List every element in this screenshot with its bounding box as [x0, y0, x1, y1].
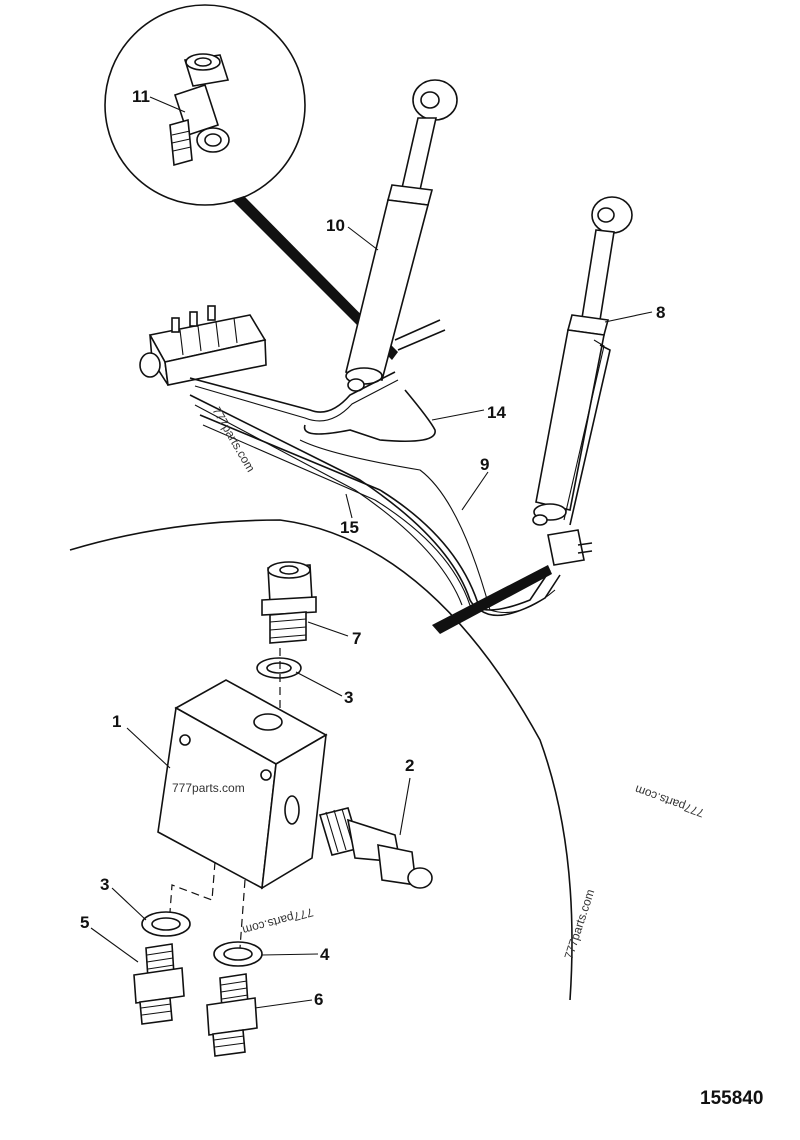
callout-4: 4: [320, 945, 330, 964]
callout-2: 2: [405, 756, 414, 775]
callout-10: 10: [326, 216, 345, 235]
adapter-7: [261, 561, 317, 644]
hose-9: [199, 414, 561, 617]
callout-3-bottom: 3: [100, 875, 109, 894]
callout-14: 14: [487, 403, 506, 422]
callout-5: 5: [80, 913, 89, 932]
relief-valve-2: [318, 807, 433, 889]
callout-6: 6: [314, 990, 323, 1009]
callout-15: 15: [340, 518, 359, 537]
control-valve-bank: [139, 305, 267, 386]
detail-circle-11: [104, 4, 398, 360]
hose-14: [189, 371, 436, 443]
callout-1: 1: [112, 712, 121, 731]
reference-number: 155840: [700, 1088, 763, 1109]
o-ring-4: [213, 941, 263, 967]
tee-fitting-11: [169, 53, 230, 167]
cylinder-10: [345, 79, 458, 392]
callout-8: 8: [656, 303, 665, 322]
callout-3-top: 3: [344, 688, 353, 707]
valve-block-1: [157, 648, 328, 949]
watermark-5: 777parts.com: [562, 887, 598, 960]
hose-15: [189, 394, 551, 611]
watermark-4: 777parts.com: [241, 905, 315, 937]
callout-9: 9: [480, 455, 489, 474]
cylinder-8: [532, 196, 633, 566]
watermark-3: 777parts.com: [633, 782, 706, 820]
watermark-2: 777parts.com: [172, 781, 245, 795]
o-ring-3-top: [256, 657, 302, 679]
callout-11: 11: [132, 87, 150, 106]
callout-labels: 11 10 8 14 9 15 7 3 1 2 3 5 4 6: [80, 87, 665, 1009]
o-ring-3-bottom: [141, 911, 191, 937]
adapter-6: [206, 973, 258, 1057]
leader-lines: [90, 96, 653, 1009]
watermark-1: 777parts.com: [209, 405, 257, 475]
adapter-5: [133, 943, 185, 1025]
callout-7: 7: [352, 629, 361, 648]
detail-arc: [69, 519, 573, 1001]
